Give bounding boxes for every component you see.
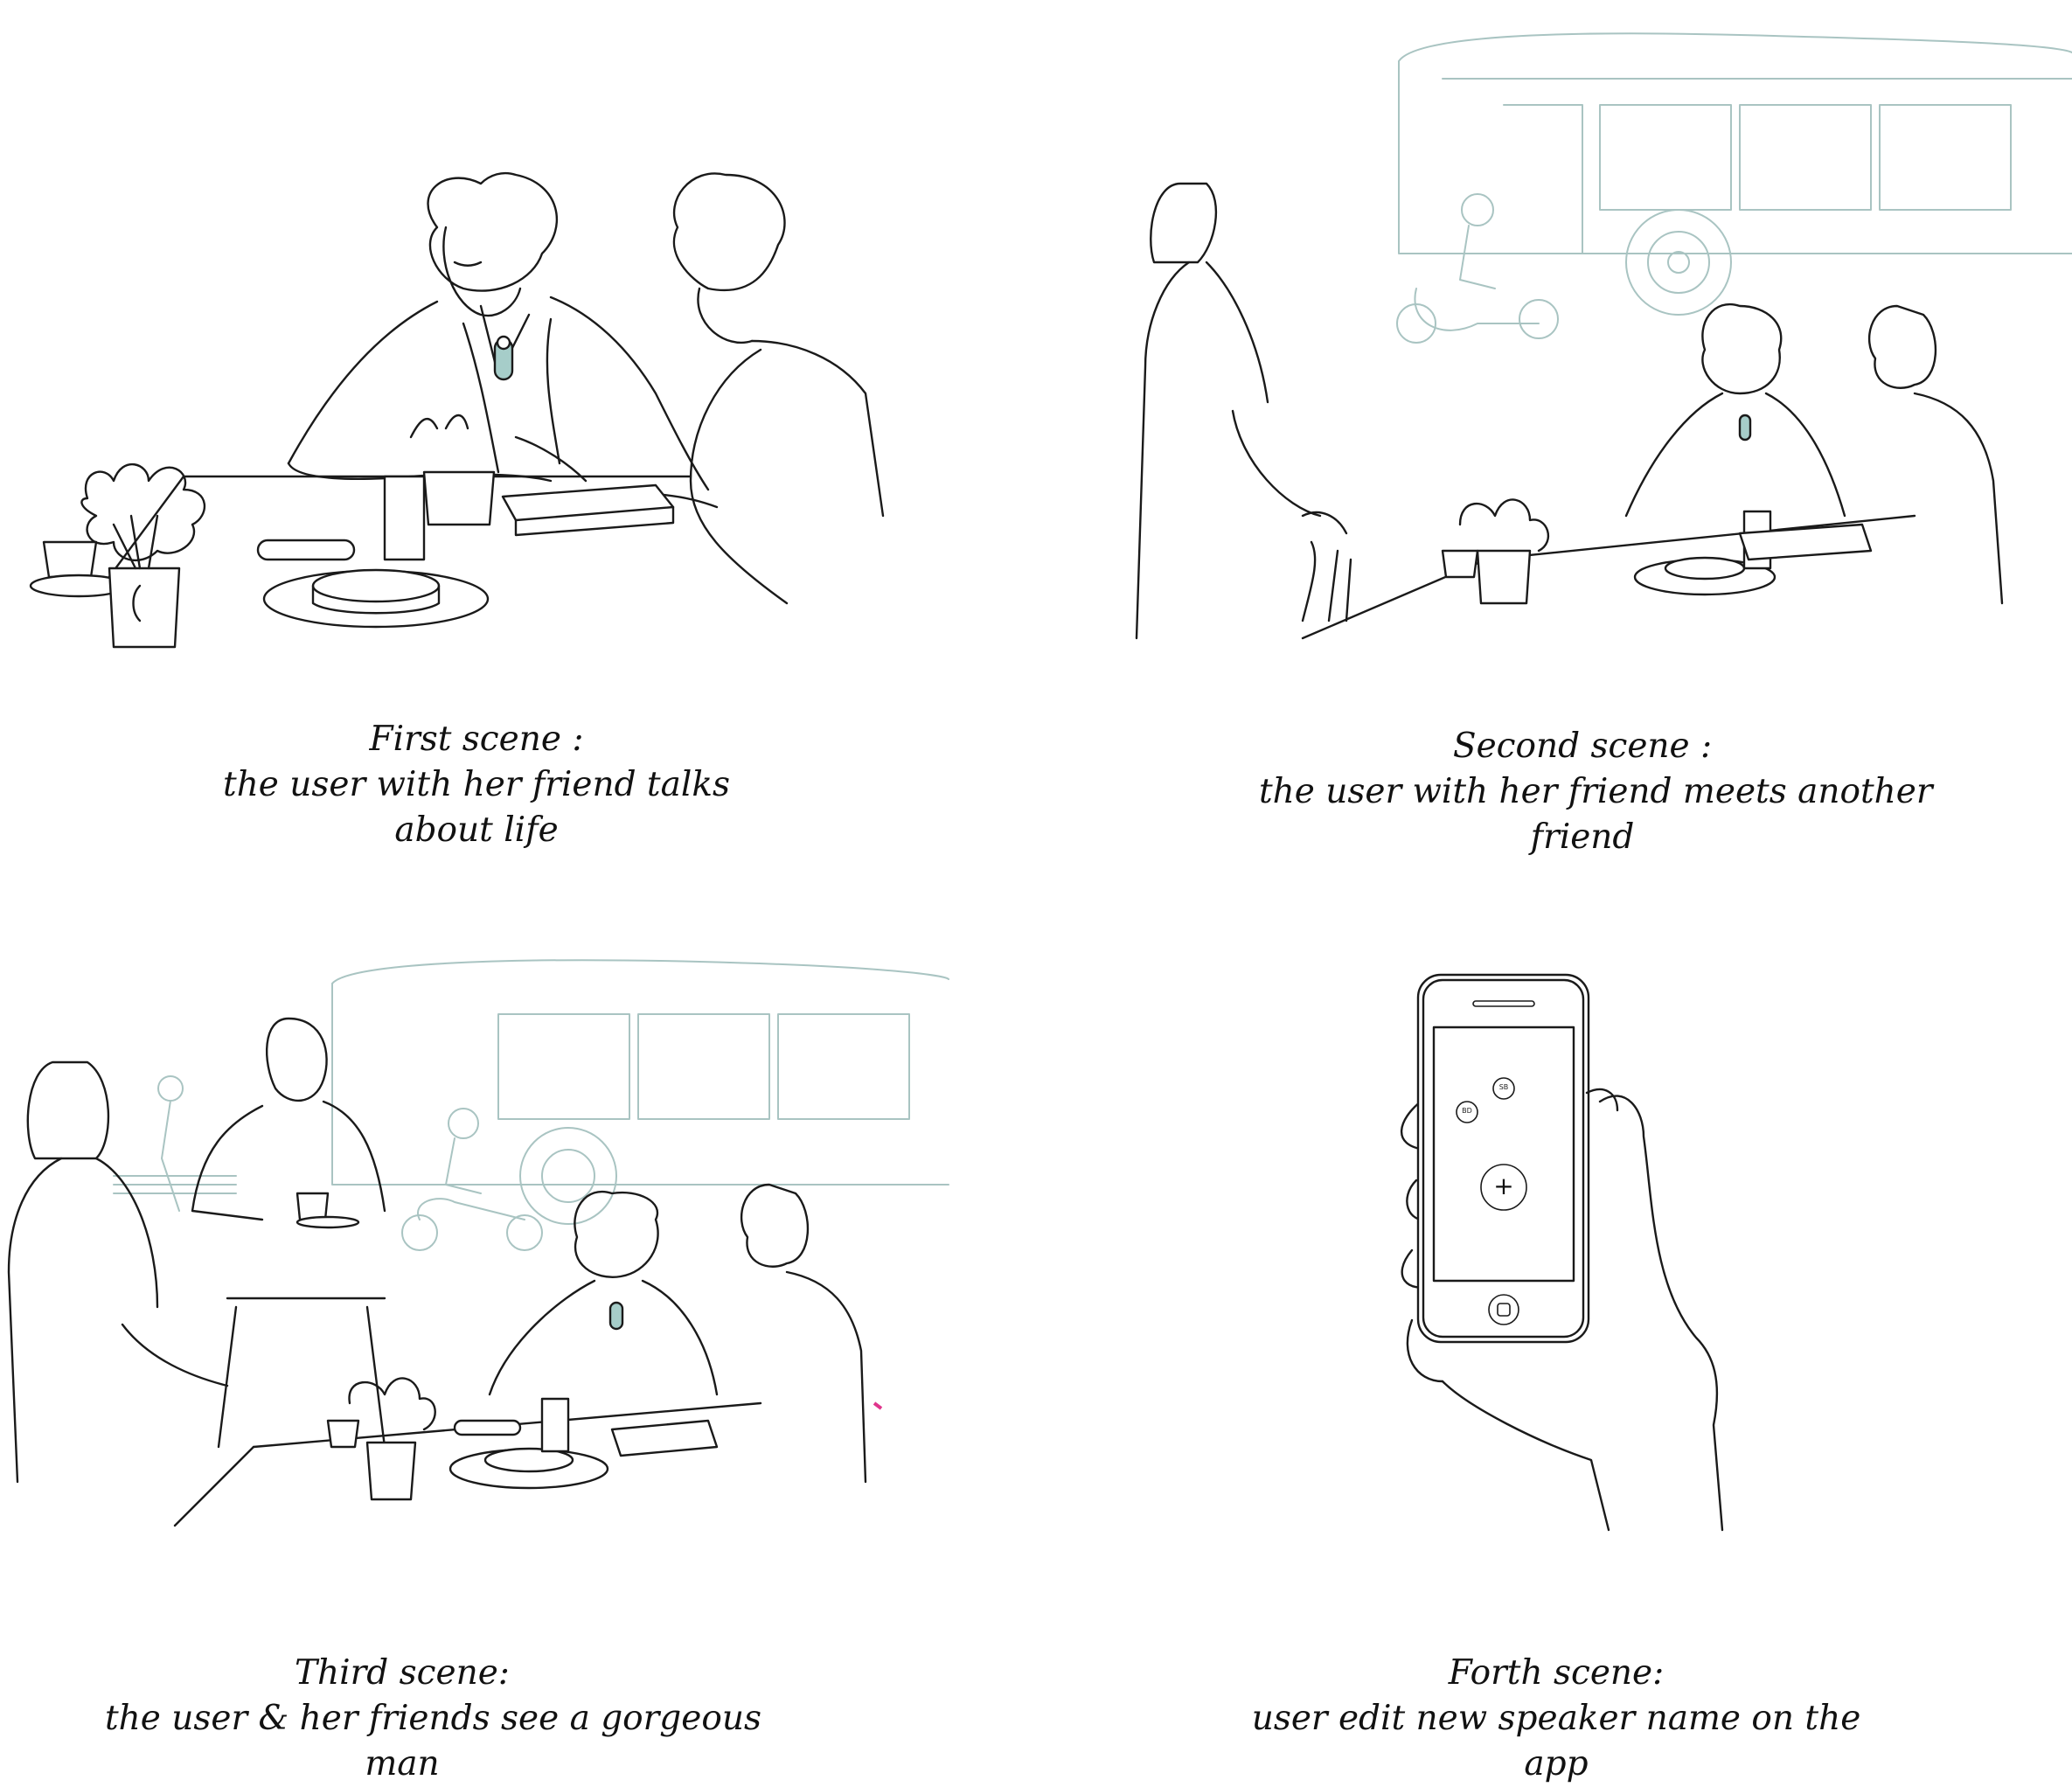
speaker-bubble-sb-label: SB [1498, 1083, 1509, 1091]
scene-2-line-2: friend [1530, 817, 1635, 857]
accent-mark [873, 1401, 883, 1410]
scene-3-line-2: man [365, 1744, 440, 1784]
scene-4-line-2: app [1524, 1744, 1589, 1784]
scene-3-illustration [0, 957, 953, 1534]
scene-1-title: First scene : [369, 720, 584, 759]
plus-icon: + [1493, 1172, 1514, 1200]
speaker-bubble-sb[interactable] [1492, 1077, 1515, 1100]
scene-2-line-1: the user with her friend meets another [1259, 772, 1933, 811]
pendant-device-3 [608, 1301, 624, 1331]
scene-3-caption: Third scene: the user & her friends see … [105, 1651, 761, 1787]
scooter-rider-sketch-3 [401, 1108, 543, 1251]
scene-4-title: Forth scene: [1448, 1653, 1665, 1693]
scene-3-line-1: the user & her friends see a gorgeous [105, 1699, 761, 1738]
scene-2-caption: Second scene : the user with her friend … [1259, 724, 1933, 860]
scene-1-line-2: about life [394, 810, 559, 850]
speaker-bubble-bd-label: BD [1462, 1107, 1472, 1115]
scooter-rider-sketch [1396, 193, 1559, 344]
scene-2-title: Second scene : [1452, 727, 1713, 766]
scene-1-line-1: the user with her friend talks [223, 765, 730, 804]
home-button[interactable] [1488, 1294, 1519, 1325]
add-speaker-button[interactable] [1480, 1164, 1527, 1211]
speaker-bubble-bd[interactable] [1456, 1101, 1478, 1123]
scene-1-illustration [26, 149, 918, 691]
scene-4-caption: Forth scene: user edit new speaker name … [1241, 1651, 1871, 1787]
pedestrian-sketch [113, 1075, 237, 1212]
scene-1-caption: First scene : the user with her friend t… [179, 717, 774, 853]
bus-sketch-3 [331, 959, 949, 1225]
scene-3-title: Third scene: [295, 1653, 510, 1693]
pendant-device-2 [1738, 414, 1752, 442]
scene-2-illustration [1128, 26, 2072, 656]
scene-4-illustration: SB BD + [1364, 970, 1783, 1532]
phone-screen [1432, 1026, 1575, 1283]
scene-4-line-1: user edit new speaker name on the [1251, 1699, 1861, 1738]
bus-sketch [1398, 32, 2072, 316]
